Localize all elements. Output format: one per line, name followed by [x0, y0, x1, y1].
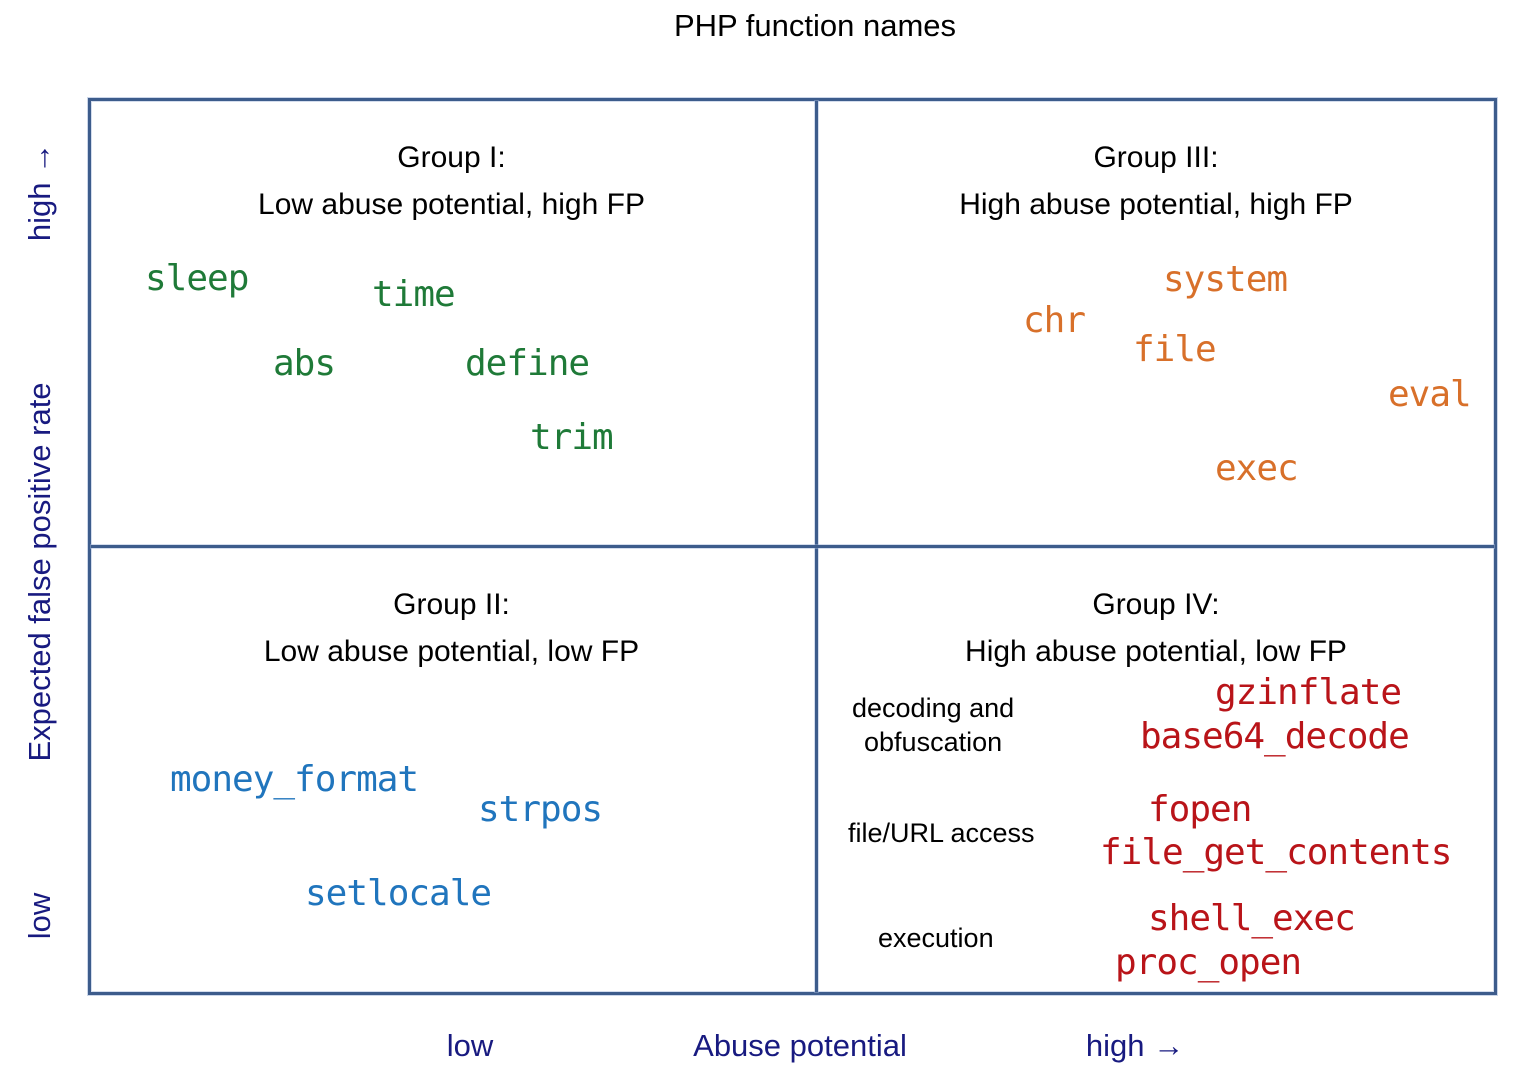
function-label-gzinflate: gzinflate — [1215, 672, 1402, 713]
function-label-file: file — [1133, 329, 1217, 370]
function-label-shell_exec: shell_exec — [1148, 898, 1356, 939]
function-label-system: system — [1163, 259, 1288, 300]
function-label-fopen: fopen — [1148, 789, 1252, 830]
group-1-subtitle: Low abuse potential, high FP — [258, 188, 645, 222]
category-label-file-url-access: file/URL access — [848, 818, 1035, 848]
x-axis-low-label: low — [446, 1028, 494, 1063]
quadrant-heading-group-3: Group III: High abuse potential, high FP — [815, 134, 1497, 229]
function-label-setlocale: setlocale — [305, 873, 492, 914]
quadrant-heading-group-4: Group IV: High abuse potential, low FP — [815, 581, 1497, 676]
function-label-strpos: strpos — [478, 789, 603, 830]
horizontal-divider — [91, 545, 1494, 548]
y-axis-low-label: low — [22, 892, 57, 940]
group-1-title: Group I: — [397, 141, 506, 174]
figure-title: PHP function names — [673, 8, 957, 43]
function-label-file_get_contents: file_get_contents — [1100, 832, 1452, 873]
function-label-exec: exec — [1215, 448, 1299, 489]
quadrant-heading-group-2: Group II: Low abuse potential, low FP — [88, 581, 815, 676]
group-3-subtitle: High abuse potential, high FP — [959, 188, 1353, 222]
function-label-abs: abs — [273, 343, 336, 384]
plot-box — [88, 98, 1497, 995]
function-label-base64_decode: base64_decode — [1140, 716, 1410, 757]
function-label-proc_open: proc_open — [1115, 942, 1302, 983]
function-label-money_format: money_format — [170, 759, 419, 800]
y-axis-high-label: high → — [22, 142, 57, 242]
category-label-decoding-and: decoding and obfuscation — [852, 693, 1015, 758]
quadrant-heading-group-1: Group I: Low abuse potential, high FP — [88, 134, 815, 229]
x-axis-title: Abuse potential — [693, 1028, 907, 1063]
group-2-subtitle: Low abuse potential, low FP — [263, 635, 640, 669]
function-label-trim: trim — [530, 417, 614, 458]
group-4-subtitle: High abuse potential, low FP — [965, 635, 1347, 669]
x-axis-high-label: high → — [1085, 1028, 1185, 1063]
function-label-chr: chr — [1023, 300, 1086, 341]
group-2-title: Group II: — [393, 588, 510, 621]
group-4-title: Group IV: — [1092, 588, 1220, 621]
function-label-time: time — [372, 274, 456, 315]
function-label-sleep: sleep — [145, 258, 249, 299]
y-axis-title: Expected false positive rate — [22, 382, 57, 762]
category-label-execution: execution — [878, 923, 994, 953]
group-3-title: Group III: — [1093, 141, 1219, 174]
function-label-eval: eval — [1388, 374, 1472, 415]
function-label-define: define — [465, 343, 590, 384]
